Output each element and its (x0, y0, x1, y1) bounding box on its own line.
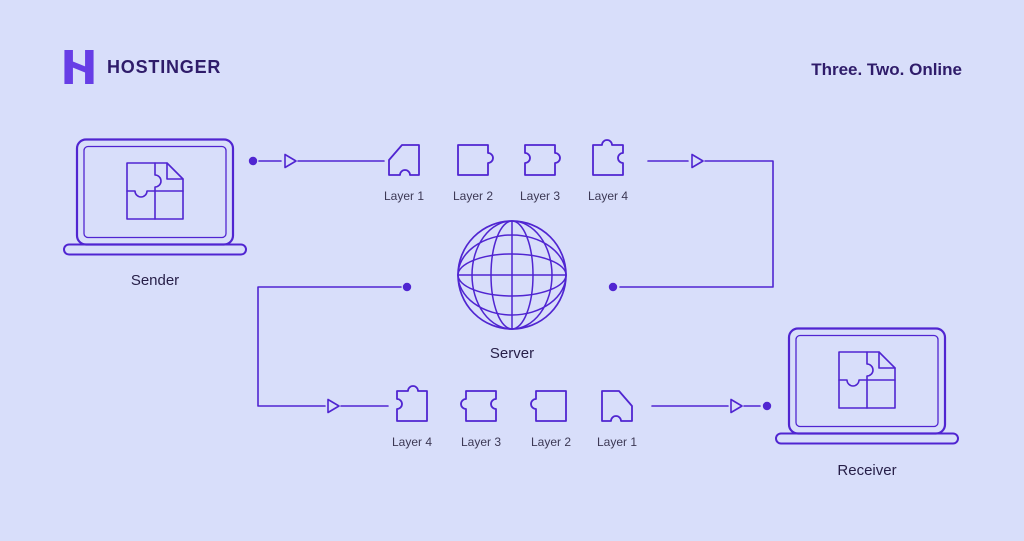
layer-label: Layer 3 (519, 189, 561, 203)
puzzle-piece-icon (396, 385, 428, 422)
flow-dot (402, 282, 412, 292)
puzzle-document-icon (838, 351, 896, 409)
layer-item: Layer 3 (453, 384, 509, 449)
server-label: Server (489, 345, 535, 362)
triangle-arrow-icon (691, 153, 704, 169)
brand-tagline: Three. Two. Online (811, 60, 962, 79)
puzzle-piece-icon (592, 139, 624, 176)
layer-label: Layer 2 (530, 435, 572, 449)
flow-dot (608, 282, 618, 292)
hostinger-logo-icon (64, 50, 94, 84)
triangle-arrow-icon (730, 398, 743, 414)
brand-name: HOSTINGER (107, 56, 222, 77)
connector-line (257, 286, 402, 407)
connector-line (619, 160, 774, 288)
layer-label: Layer 1 (596, 435, 638, 449)
layer-label: Layer 4 (587, 189, 629, 203)
puzzle-piece-icon (530, 390, 567, 422)
server-globe-icon (457, 220, 567, 330)
sender-label: Sender (130, 272, 180, 289)
puzzle-piece-icon (524, 144, 561, 176)
puzzle-piece-icon (457, 144, 494, 176)
sender-laptop-icon (63, 138, 247, 256)
layer-item: Layer 3 (512, 138, 568, 203)
layer-label: Layer 1 (383, 189, 425, 203)
receiver-label: Receiver (837, 462, 897, 479)
puzzle-piece-icon (460, 390, 497, 422)
flow-dot (248, 156, 258, 166)
receiver-laptop-icon (775, 327, 959, 445)
puzzle-piece-icon (601, 390, 633, 422)
layer-item: Layer 4 (580, 138, 636, 203)
flow-dot (762, 401, 772, 411)
triangle-arrow-icon (284, 153, 297, 169)
triangle-arrow-icon (327, 398, 340, 414)
layer-item: Layer 2 (523, 384, 579, 449)
layer-item: Layer 4 (384, 384, 440, 449)
brand-logo-lockup: HOSTINGER (64, 50, 221, 84)
layer-item: Layer 2 (445, 138, 501, 203)
layer-label: Layer 3 (460, 435, 502, 449)
puzzle-piece-icon (388, 144, 420, 176)
layer-label: Layer 2 (452, 189, 494, 203)
puzzle-document-icon (126, 162, 184, 220)
layer-item: Layer 1 (589, 384, 645, 449)
layer-item: Layer 1 (376, 138, 432, 203)
layer-label: Layer 4 (391, 435, 433, 449)
